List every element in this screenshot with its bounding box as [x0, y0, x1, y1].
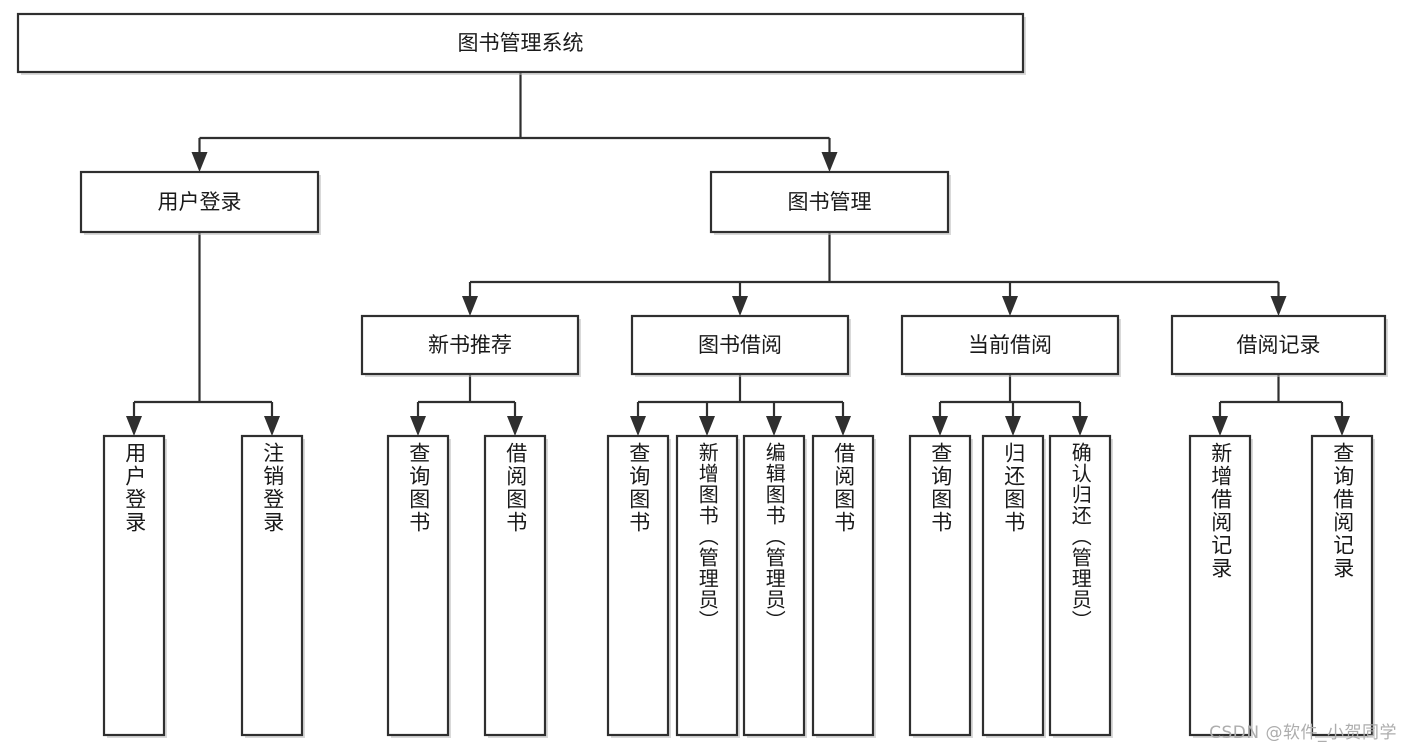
- node-rect[interactable]: [79, 170, 320, 234]
- node-label: 图书借阅: [698, 333, 782, 357]
- csdn-watermark: CSDN @软件_小贺同学: [1209, 723, 1397, 743]
- arrow-head-icon: [835, 416, 851, 436]
- connector-group-borrow-record: [1212, 374, 1350, 436]
- node-leaf-query-book-current[interactable]: [908, 434, 973, 738]
- connector-group-user-login: [126, 232, 280, 436]
- node-rect[interactable]: [630, 314, 850, 376]
- node-rect[interactable]: [900, 314, 1120, 376]
- node-rect[interactable]: [102, 434, 166, 737]
- arrow-head-icon: [410, 416, 426, 436]
- node-label: 新书推荐: [428, 333, 512, 357]
- node-user-login[interactable]: [79, 170, 321, 235]
- node-rect[interactable]: [1048, 434, 1112, 737]
- arrow-head-icon: [821, 152, 838, 172]
- connector-group-new-book-rec: [410, 374, 523, 436]
- connector-group-book-manage: [462, 232, 1287, 316]
- node-leaf-borrow-book[interactable]: [811, 434, 876, 738]
- node-book-borrow[interactable]: [630, 314, 851, 377]
- arrow-head-icon: [191, 152, 208, 172]
- node-label: 借阅记录: [1237, 333, 1321, 357]
- node-leaf-add-book[interactable]: [675, 434, 740, 738]
- node-rect[interactable]: [675, 434, 739, 737]
- node-rect[interactable]: [483, 434, 547, 737]
- node-leaf-add-record[interactable]: [1188, 434, 1253, 738]
- arrow-head-icon: [1072, 416, 1088, 436]
- node-rect[interactable]: [386, 434, 450, 737]
- node-leaf-edit-book[interactable]: [742, 434, 807, 738]
- node-leaf-confirm-return[interactable]: [1048, 434, 1113, 738]
- arrow-head-icon: [264, 416, 280, 436]
- node-label: 用户登录: [158, 190, 242, 214]
- node-root[interactable]: [16, 12, 1026, 75]
- node-leaf-return-book[interactable]: [981, 434, 1046, 738]
- node-leaf-borrow-book-rec[interactable]: [483, 434, 548, 738]
- node-rect[interactable]: [1170, 314, 1387, 376]
- arrow-head-icon: [507, 416, 523, 436]
- node-label: 图书管理系统: [458, 31, 584, 55]
- arrow-head-icon: [1212, 416, 1228, 436]
- connector-group-current-borrow: [932, 374, 1088, 436]
- node-leaf-user-login[interactable]: [102, 434, 167, 738]
- node-label: 图书管理: [788, 190, 872, 214]
- node-rect[interactable]: [709, 170, 950, 234]
- node-current-borrow[interactable]: [900, 314, 1121, 377]
- node-leaf-query-book-rec[interactable]: [386, 434, 451, 738]
- node-rect[interactable]: [16, 12, 1025, 74]
- node-borrow-record[interactable]: [1170, 314, 1388, 377]
- arrow-head-icon: [126, 416, 142, 436]
- arrow-head-icon: [1002, 296, 1018, 316]
- connector-layer: [126, 72, 1350, 436]
- node-rect[interactable]: [811, 434, 875, 737]
- arrow-head-icon: [1270, 296, 1287, 316]
- node-box-layer: [16, 12, 1388, 738]
- arrow-head-icon: [630, 416, 646, 436]
- node-rect[interactable]: [1310, 434, 1374, 737]
- connector-group-book-borrow: [630, 374, 851, 436]
- node-label: 当前借阅: [968, 333, 1052, 357]
- node-leaf-query-record[interactable]: [1310, 434, 1375, 738]
- arrow-head-icon: [766, 416, 782, 436]
- node-leaf-user-logout[interactable]: [240, 434, 305, 738]
- node-rect[interactable]: [240, 434, 304, 737]
- node-rect[interactable]: [742, 434, 806, 737]
- node-leaf-query-book-borrow[interactable]: [606, 434, 671, 738]
- arrow-head-icon: [699, 416, 715, 436]
- arrow-head-icon: [732, 296, 748, 316]
- arrow-head-icon: [932, 416, 948, 436]
- arrow-head-icon: [462, 296, 478, 316]
- node-rect[interactable]: [606, 434, 670, 737]
- node-rect[interactable]: [1188, 434, 1252, 737]
- arrow-head-icon: [1005, 416, 1021, 436]
- connector-group-root: [191, 72, 838, 172]
- node-rect[interactable]: [981, 434, 1045, 737]
- node-new-book-rec[interactable]: [360, 314, 581, 377]
- arrow-head-icon: [1334, 416, 1350, 436]
- node-rect[interactable]: [908, 434, 972, 737]
- node-rect[interactable]: [360, 314, 580, 376]
- node-book-manage[interactable]: [709, 170, 951, 235]
